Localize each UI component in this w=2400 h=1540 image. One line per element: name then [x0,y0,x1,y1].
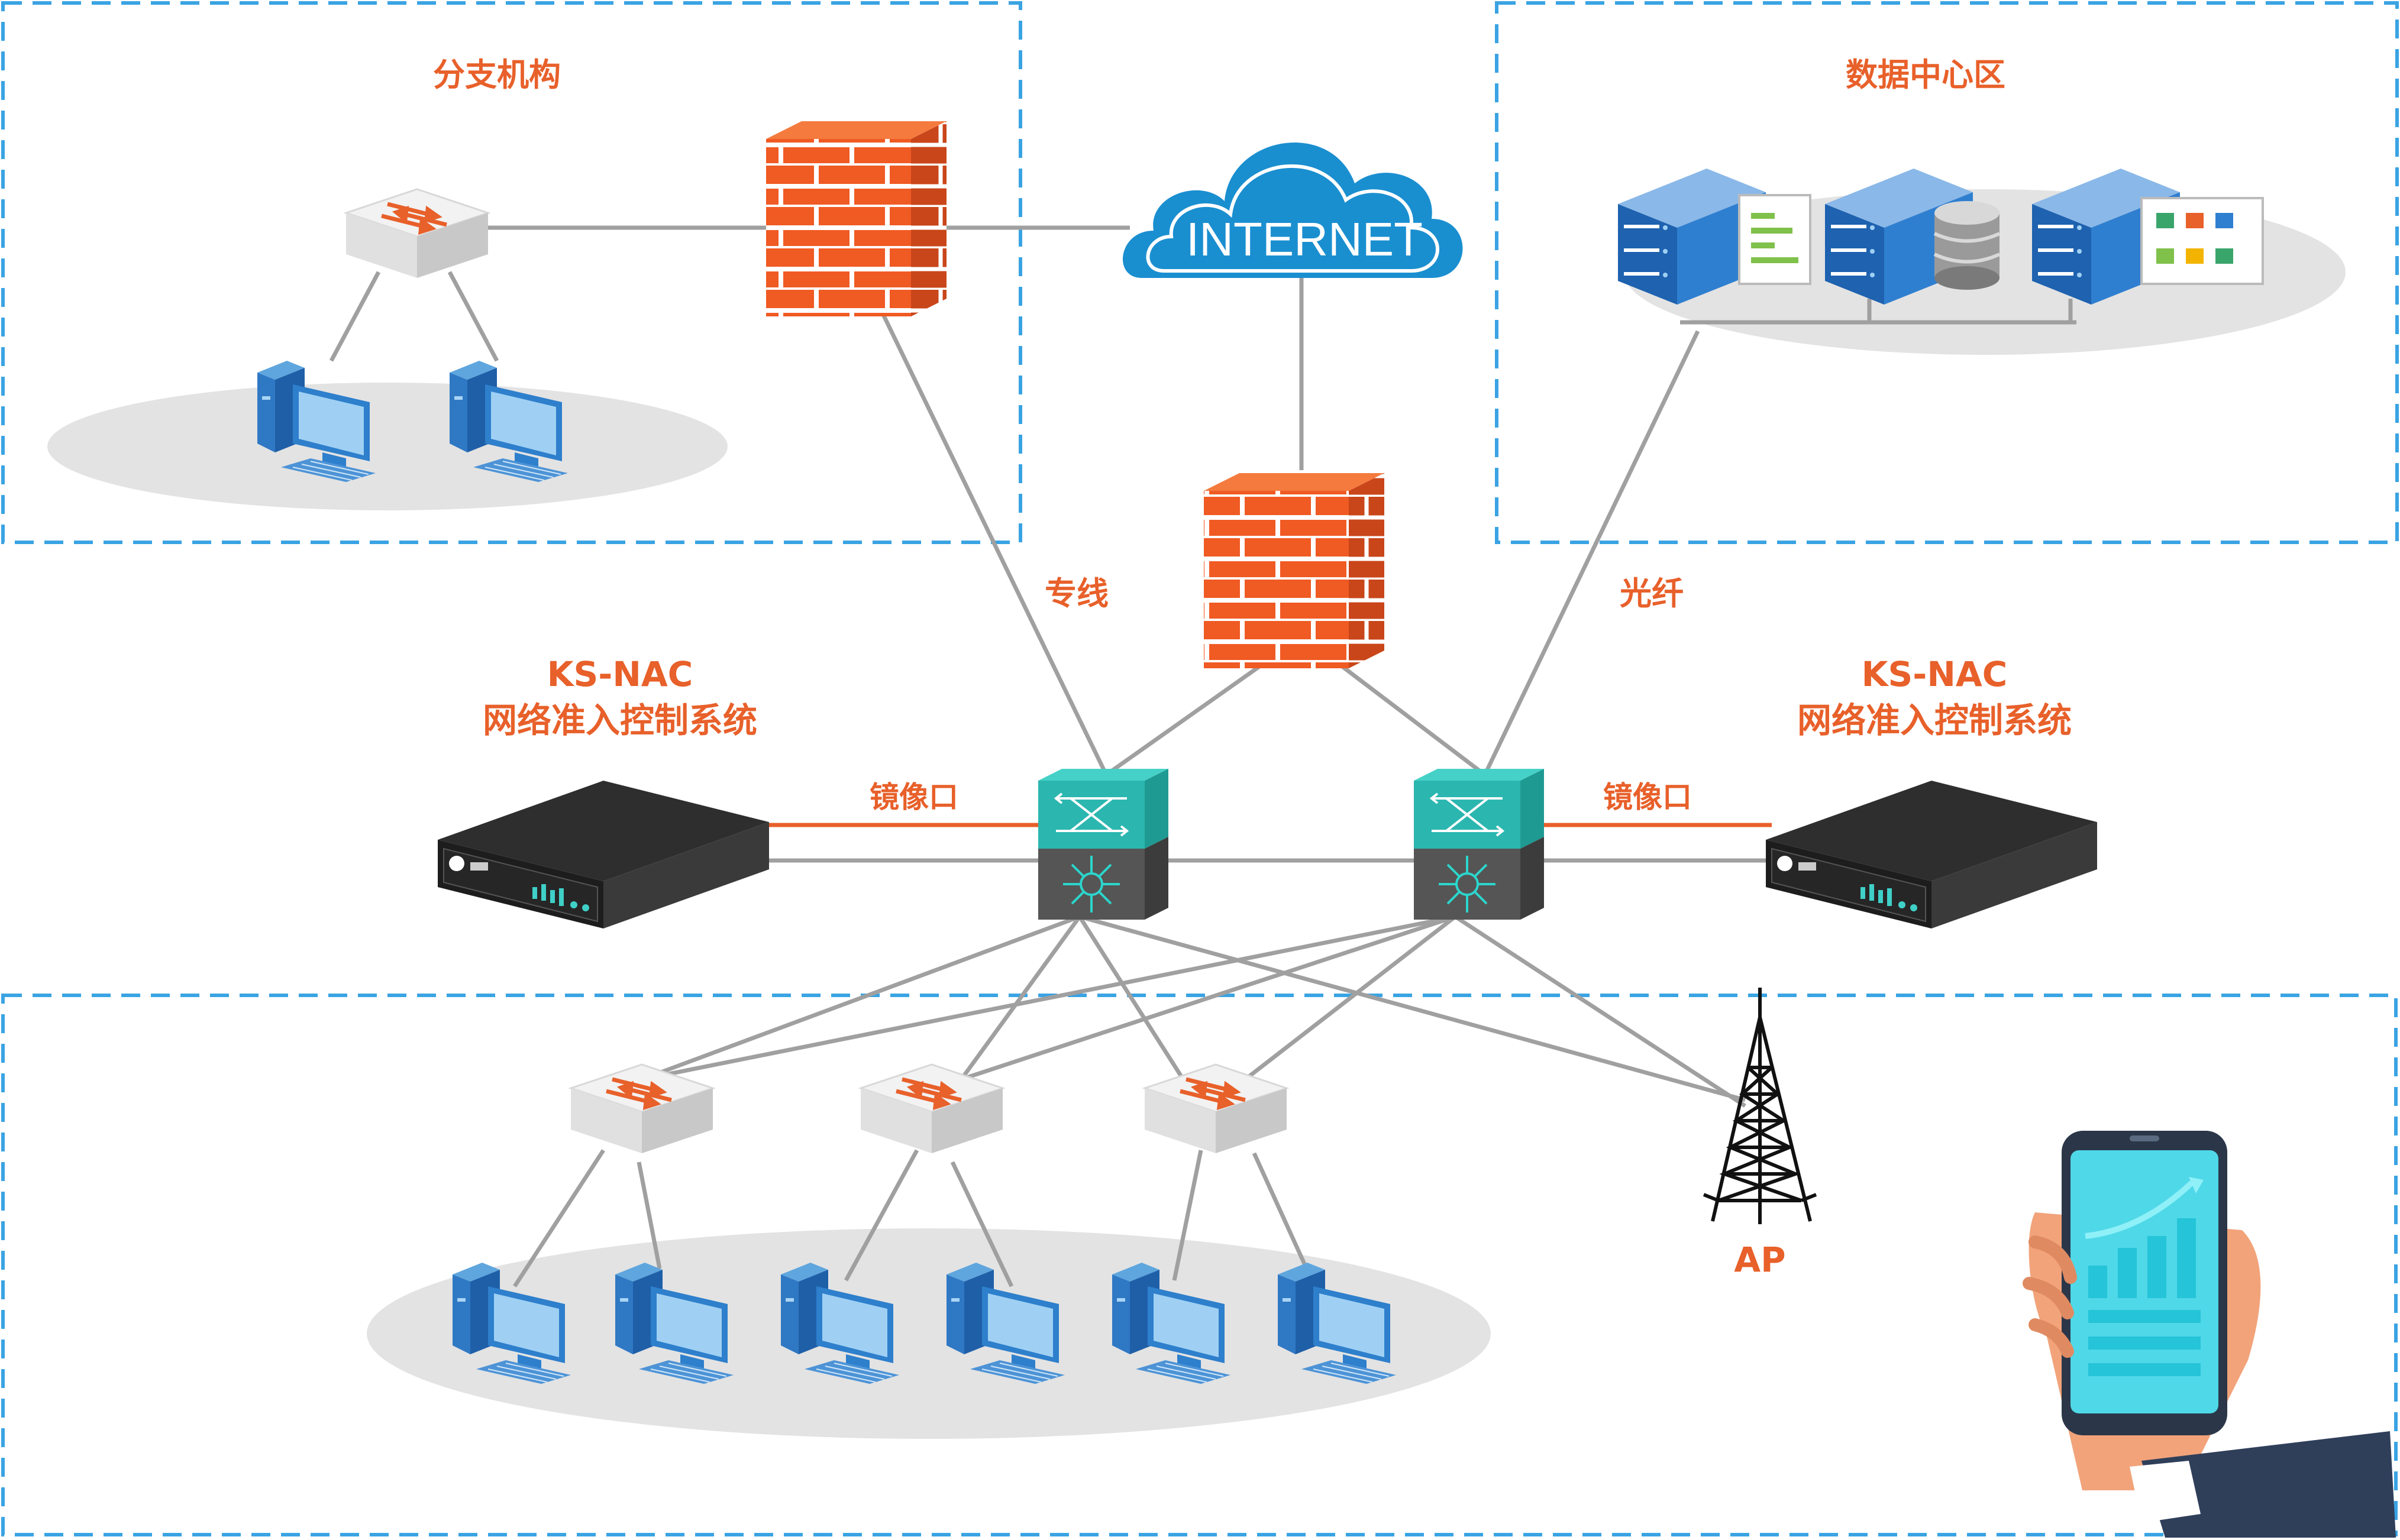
mobile-phone-icon [2023,1131,2396,1538]
leased-line-label: 专线 [1045,575,1109,612]
core-switch-right [1413,768,1545,921]
access-switch-1 [571,1065,713,1153]
branch-zone [1,1,1022,544]
branch-platform [47,383,728,510]
app-panel-icon [2140,197,2264,285]
datacenter-title: 数据中心区 [1846,56,2005,93]
firewall-icon-top [766,121,947,316]
branch-switch [346,189,488,278]
ap-label: AP [1734,1240,1785,1280]
access-switch-3 [1145,1065,1287,1153]
ap-tower-icon [1703,988,1817,1224]
campus-zone [1,994,2398,1536]
nac-right-desc: 网络准入控制系统 [1797,700,2072,740]
document-icon [1738,194,1811,285]
access-switch-2 [861,1065,1003,1153]
nac-right-name: KS-NAC [1862,654,2008,694]
nac-left-name: KS-NAC [547,654,693,694]
database-icon [1933,201,2001,290]
nac-appliance-left [437,780,770,929]
mirror-port-label-left: 镜像口 [870,780,958,814]
fiber-label: 光纤 [1620,575,1684,612]
core-switch-left [1037,768,1170,921]
nac-appliance-right [1765,780,2098,929]
internet-label: INTERNET [1186,213,1423,266]
branch-title: 分支机构 [433,56,561,93]
datacenter-zone [1495,1,2399,544]
internet-cloud-icon: INTERNET [1122,142,1463,278]
mirror-port-label-right: 镜像口 [1603,780,1692,814]
links-gray [329,225,2076,1287]
nac-left-desc: 网络准入控制系统 [483,700,757,740]
firewall-icon-mid [1204,473,1384,668]
